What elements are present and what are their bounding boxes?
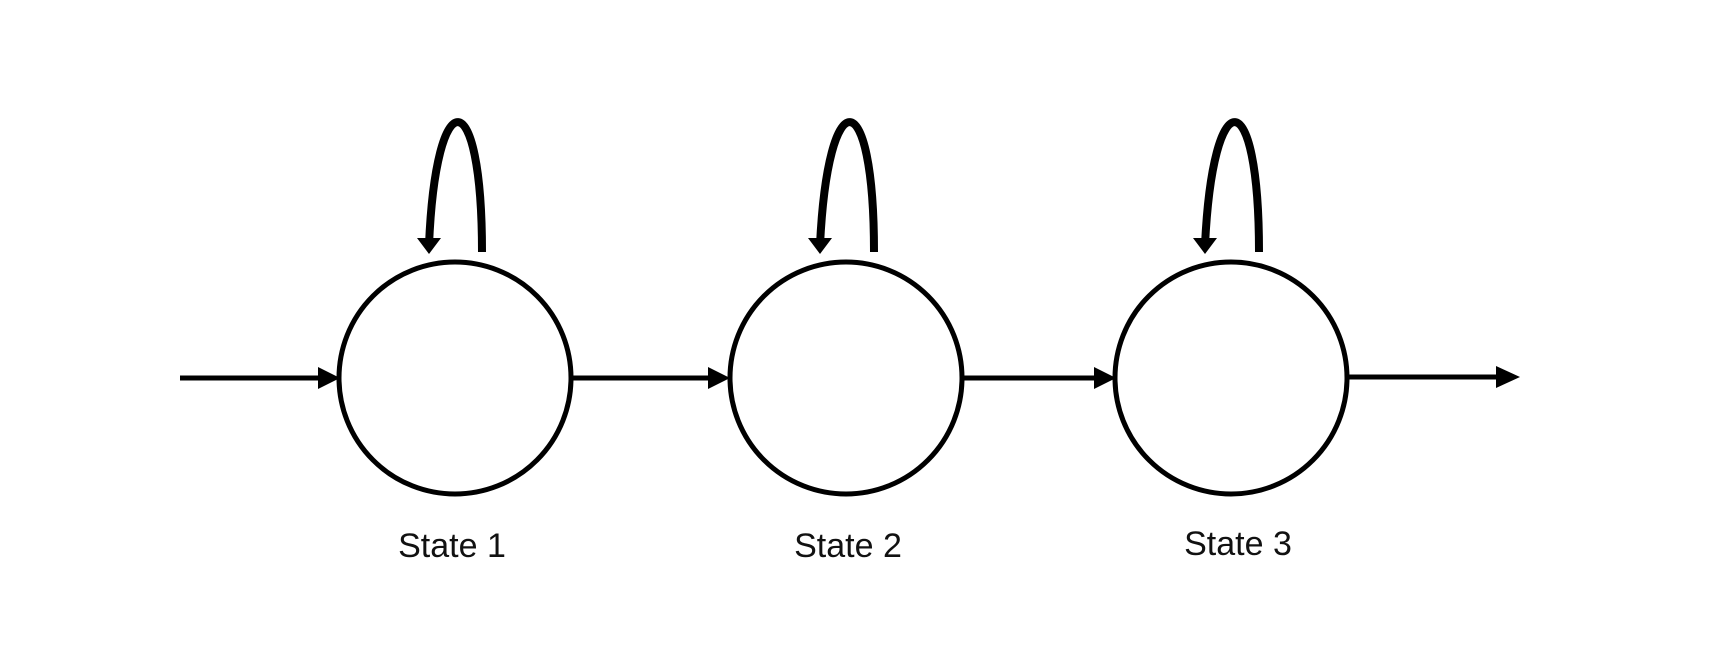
state-3-label: State 3: [1184, 525, 1292, 563]
self-loop-state-3: [1193, 118, 1263, 254]
state-3-node: State 3: [1112, 259, 1350, 563]
state-3-circle: [1112, 259, 1350, 497]
self-loop-state-1: [417, 118, 486, 254]
self-loop-state-2: [808, 118, 878, 254]
edge-state-1-to-state-2: [571, 367, 730, 389]
edge-start-to-state-1: [180, 367, 340, 389]
edge-state-3-to-end: [1347, 366, 1520, 388]
state-1-label: State 1: [398, 527, 506, 565]
state-2-node: State 2: [727, 259, 965, 565]
edge-state-2-to-state-3: [962, 367, 1116, 389]
state-1-node: State 1: [336, 259, 574, 565]
state-2-label: State 2: [794, 527, 902, 565]
state-1-circle: [336, 259, 574, 497]
state-2-circle: [727, 259, 965, 497]
